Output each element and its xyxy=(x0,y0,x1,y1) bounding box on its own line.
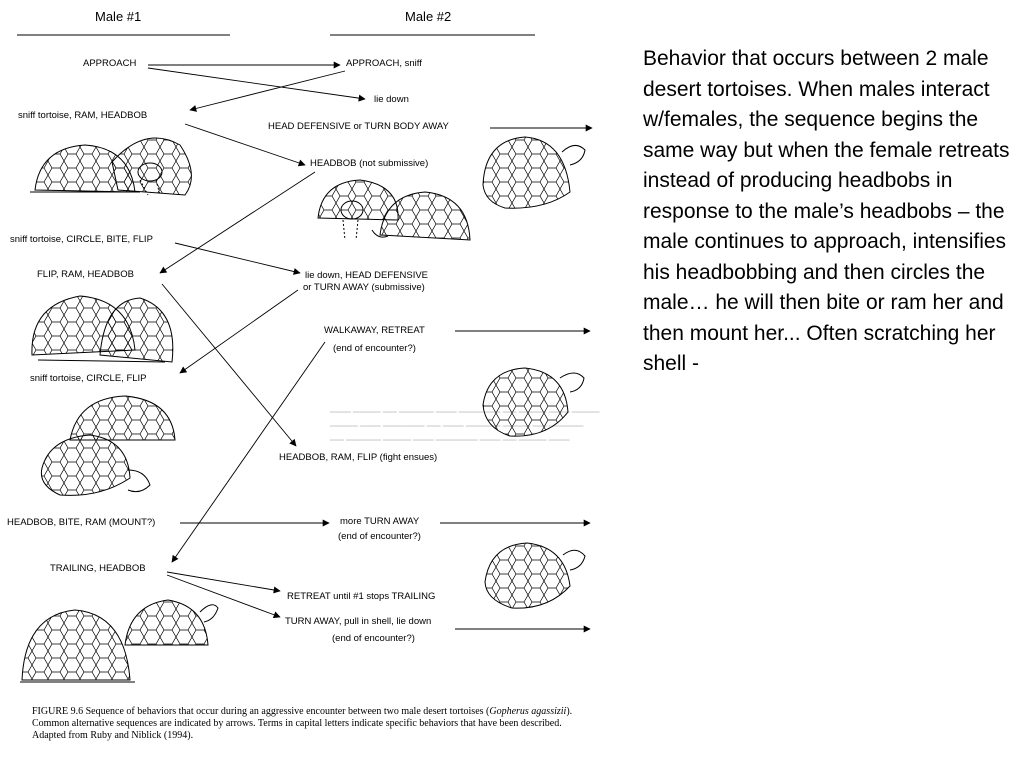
male2-header: Male #2 xyxy=(405,9,452,24)
arrow-circle-to-liedown xyxy=(174,242,301,275)
tortoise-pair-circle-illustration xyxy=(40,395,176,496)
male1-header: Male #1 xyxy=(95,9,142,24)
label-m1-trailing-headbob: TRAILING, HEADBOB xyxy=(50,563,146,574)
label-m2-end-encounter-1: (end of encounter?) xyxy=(333,343,416,354)
tortoise-pair-trailing-illustration xyxy=(20,599,219,683)
label-m2-head-defensive: HEAD DEFENSIVE or TURN BODY AWAY xyxy=(268,121,449,132)
label-m2-more-turn-away: more TURN AWAY xyxy=(340,516,420,527)
label-m2-headbob-not-submissive: HEADBOB (not submissive) xyxy=(310,158,429,169)
caption-prefix: FIGURE 9.6 Sequence of behaviors that oc… xyxy=(32,706,490,717)
arrow-headbob-to-flip xyxy=(159,171,316,274)
label-m2-approach-sniff: APPROACH, sniff xyxy=(346,58,422,69)
tortoise-pair-sniff-illustration xyxy=(30,137,192,196)
label-m1-sniff-ram-headbob: sniff tortoise, RAM, HEADBOB xyxy=(18,110,148,121)
caption-suffix: ). Common alternative sequences are indi… xyxy=(32,706,573,741)
label-m2-headbob-ram-flip: HEADBOB, RAM, FLIP (fight ensues) xyxy=(279,452,438,463)
label-m2-end-encounter-2: (end of encounter?) xyxy=(338,531,421,542)
tortoise-right-3-illustration xyxy=(484,542,586,609)
background-scan-texture: ▔▔▔ ▔▔▔▔ ▔▔ ▔▔▔▔▔ ▔▔▔ ▔▔▔▔▔▔ ▔▔ ▔▔▔▔ ▔▔▔… xyxy=(330,412,600,450)
figure-caption: FIGURE 9.6 Sequence of behaviors that oc… xyxy=(32,706,577,742)
arrow-approach-to-sniff xyxy=(189,70,346,112)
arrow-sniff-to-headbob xyxy=(184,123,306,167)
label-m2-lie-down-defensive-line1: lie down, HEAD DEFENSIVE xyxy=(305,270,429,281)
arrow-flip-to-headbobramflip xyxy=(161,283,297,447)
label-m1-flip-ram-headbob: FLIP, RAM, HEADBOB xyxy=(37,269,134,280)
tortoise-pair-flip-illustration xyxy=(31,295,174,363)
label-m1-headbob-bite-ram: HEADBOB, BITE, RAM (MOUNT?) xyxy=(7,517,156,528)
arrow-trailing-to-retreat xyxy=(166,571,281,594)
arrow-walkaway-to-trailing xyxy=(171,341,326,563)
arrow-liedown-to-sniffcircle xyxy=(179,289,299,374)
arrow-approach-to-liedown xyxy=(147,67,366,102)
description-text: Behavior that occurs between 2 male dese… xyxy=(643,47,1010,375)
label-m1-approach: APPROACH xyxy=(83,58,137,69)
arrow-trailing-to-turnaway xyxy=(166,574,281,619)
label-m2-end-encounter-3: (end of encounter?) xyxy=(332,633,415,644)
label-m1-sniff-circle-flip: sniff tortoise, CIRCLE, FLIP xyxy=(30,373,147,384)
label-m2-lie-down: lie down xyxy=(374,94,409,105)
tortoise-pair-headbob-illustration xyxy=(317,179,471,241)
label-m1-sniff-circle-bite-flip: sniff tortoise, CIRCLE, BITE, FLIP xyxy=(10,234,153,245)
tortoise-right-2-illustration xyxy=(482,367,585,437)
label-m2-lie-down-defensive-line2: or TURN AWAY (submissive) xyxy=(303,282,425,293)
label-m2-walkaway-retreat: WALKAWAY, RETREAT xyxy=(324,325,425,336)
caption-species: Gopherus agassizii xyxy=(489,706,567,717)
tortoise-right-1-illustration xyxy=(482,136,586,209)
label-m2-retreat-until: RETREAT until #1 stops TRAILING xyxy=(287,591,436,602)
label-m2-turn-away-pull: TURN AWAY, pull in shell, lie down xyxy=(285,616,432,627)
